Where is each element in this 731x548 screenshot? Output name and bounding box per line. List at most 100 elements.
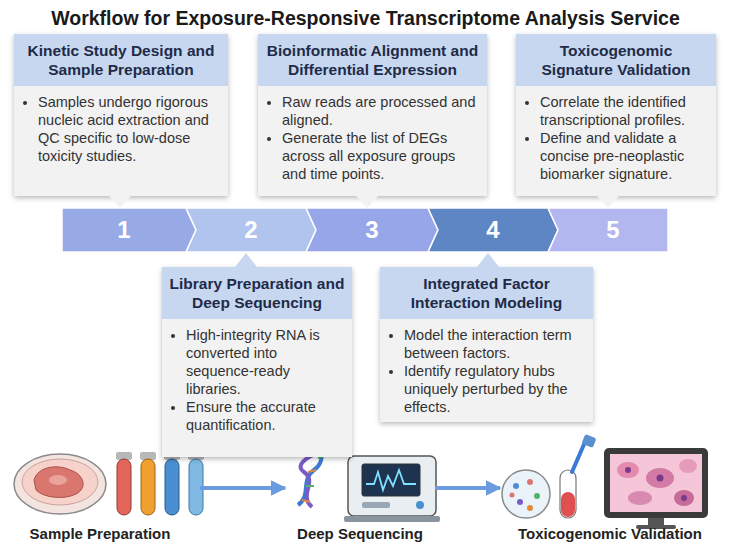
bullet-text: High-integrity RNA is converted into seq… <box>186 326 344 398</box>
bullet-list: Correlate the identified transcriptional… <box>516 93 716 183</box>
sequencer-machine <box>348 456 436 516</box>
bullet-list: Model the interaction term between facto… <box>380 326 593 416</box>
pointer-tab <box>235 253 257 267</box>
bullet-list: Raw reads are processed and aligned.Gene… <box>258 93 487 183</box>
pointer-tab <box>597 196 619 208</box>
pointer-tab <box>477 253 499 267</box>
microscope-monitor <box>646 468 674 488</box>
dna-helix <box>302 500 310 502</box>
cell-dish <box>517 499 523 505</box>
microscope-monitor <box>681 495 687 501</box>
bullet-text: Generate the list of DEGs across all exp… <box>282 129 479 183</box>
illustration-panel: Sample Preparation <box>0 442 200 546</box>
pipette-tube <box>560 434 596 518</box>
bullet-text: Samples undergo rigorous nucleic acid ex… <box>38 93 220 165</box>
box-heading: Toxicogenomic Signature Validation <box>516 34 716 86</box>
sample-tube <box>117 459 131 515</box>
pipette-tube <box>561 492 575 517</box>
bullet-text: Define and validate a concise pre-neopla… <box>540 129 708 183</box>
chevron-fill <box>306 208 438 252</box>
pointer-tab <box>356 196 378 208</box>
pointer-tab <box>597 196 619 208</box>
microscope-monitor <box>604 448 708 529</box>
sequencer-machine <box>344 456 440 522</box>
flow-arrow <box>435 486 500 490</box>
pointer-tab <box>109 196 131 208</box>
step-chevron: 4 <box>428 208 558 252</box>
microscope-monitor <box>657 475 664 482</box>
sample-tube <box>189 459 203 515</box>
pointer-tab <box>109 196 131 208</box>
box-heading: Kinetic Study Design and Sample Preparat… <box>14 34 228 86</box>
cell-dish <box>534 493 540 499</box>
petri-dish <box>22 459 98 505</box>
microscope-monitor <box>617 462 639 478</box>
step-chevron: 3 <box>306 208 438 252</box>
step-number: 1 <box>62 208 186 252</box>
cell-dish <box>513 483 519 489</box>
pipette-tube <box>572 442 585 472</box>
illustration-caption: Sample Preparation <box>0 525 200 542</box>
sequencer-machine <box>362 464 420 496</box>
step-chevron: 1 <box>62 208 196 252</box>
sequencer-machine <box>362 502 390 508</box>
box-heading: Library Preparation and Deep Sequencing <box>162 267 352 319</box>
microscope-monitor <box>679 459 697 473</box>
process-box: Integrated Factor Interaction ModelingMo… <box>380 267 593 422</box>
dna-helix <box>308 470 316 472</box>
sample-tube <box>141 459 155 515</box>
microscope-monitor <box>628 491 652 505</box>
process-box: Toxicogenomic Signature ValidationCorrel… <box>516 34 716 196</box>
bullet-text: Ensure the accurate quantification. <box>186 398 344 434</box>
pointer-tab <box>356 196 378 208</box>
cell-dish <box>510 493 515 498</box>
flow-arrow <box>200 486 285 490</box>
bullet-text: Identify regulatory hubs uniquely pertur… <box>404 362 585 416</box>
petri-dish <box>49 475 67 485</box>
box-heading: Integrated Factor Interaction Modeling <box>380 267 593 319</box>
pointer-tab <box>235 253 257 267</box>
bullet-text: Raw reads are processed and aligned. <box>282 93 479 129</box>
cell-dish <box>502 470 550 518</box>
cell-dish <box>502 470 550 518</box>
pipette-tube <box>582 434 597 448</box>
pointer-tab <box>477 253 499 267</box>
bullet-list: High-integrity RNA is converted into seq… <box>162 326 352 434</box>
sequencer-machine <box>344 516 440 522</box>
process-box: Bioinformatic Alignment and Differential… <box>258 34 487 196</box>
step-number: 5 <box>548 208 678 252</box>
petri-dish <box>14 454 106 514</box>
microscope-monitor <box>610 454 702 512</box>
pipette-tube <box>560 470 576 518</box>
chevron-fill <box>186 208 316 252</box>
illustration-caption: Toxicogenomic Validation <box>500 525 720 542</box>
sample-tube <box>116 452 204 515</box>
illustration-panel: Toxicogenomic Validation <box>500 442 720 546</box>
cell-dish <box>527 479 533 485</box>
box-heading: Bioinformatic Alignment and Differential… <box>258 34 487 86</box>
step-number: 2 <box>186 208 316 252</box>
diagram-title: Workflow for Exposure-Responsive Transcr… <box>0 7 731 30</box>
microscope-monitor <box>625 467 631 473</box>
bullet-text: Model the interaction term between facto… <box>404 326 585 362</box>
cell-dish <box>527 505 533 511</box>
sample-tube <box>165 459 179 515</box>
process-box: Kinetic Study Design and Sample Preparat… <box>14 34 228 196</box>
chevron-fill <box>428 208 558 252</box>
petri-dish <box>14 454 106 514</box>
petri-dish <box>34 467 83 498</box>
illustration-caption: Deep Sequencing <box>285 525 435 542</box>
bullet-list: Samples undergo rigorous nucleic acid ex… <box>14 93 228 165</box>
microscope-monitor <box>604 448 708 518</box>
bullet-text: Correlate the identified transcriptional… <box>540 93 708 129</box>
microscope-monitor <box>648 518 664 526</box>
process-box: Library Preparation and Deep SequencingH… <box>162 267 352 457</box>
dna-helix <box>306 485 314 487</box>
step-number: 3 <box>306 208 438 252</box>
sequencer-machine <box>416 501 424 509</box>
illustration-panel: Deep Sequencing <box>285 442 435 546</box>
sequencer-machine <box>366 470 416 490</box>
step-chevron: 5 <box>548 208 668 252</box>
microscope-monitor <box>674 490 694 506</box>
chevron-fill <box>62 208 196 252</box>
